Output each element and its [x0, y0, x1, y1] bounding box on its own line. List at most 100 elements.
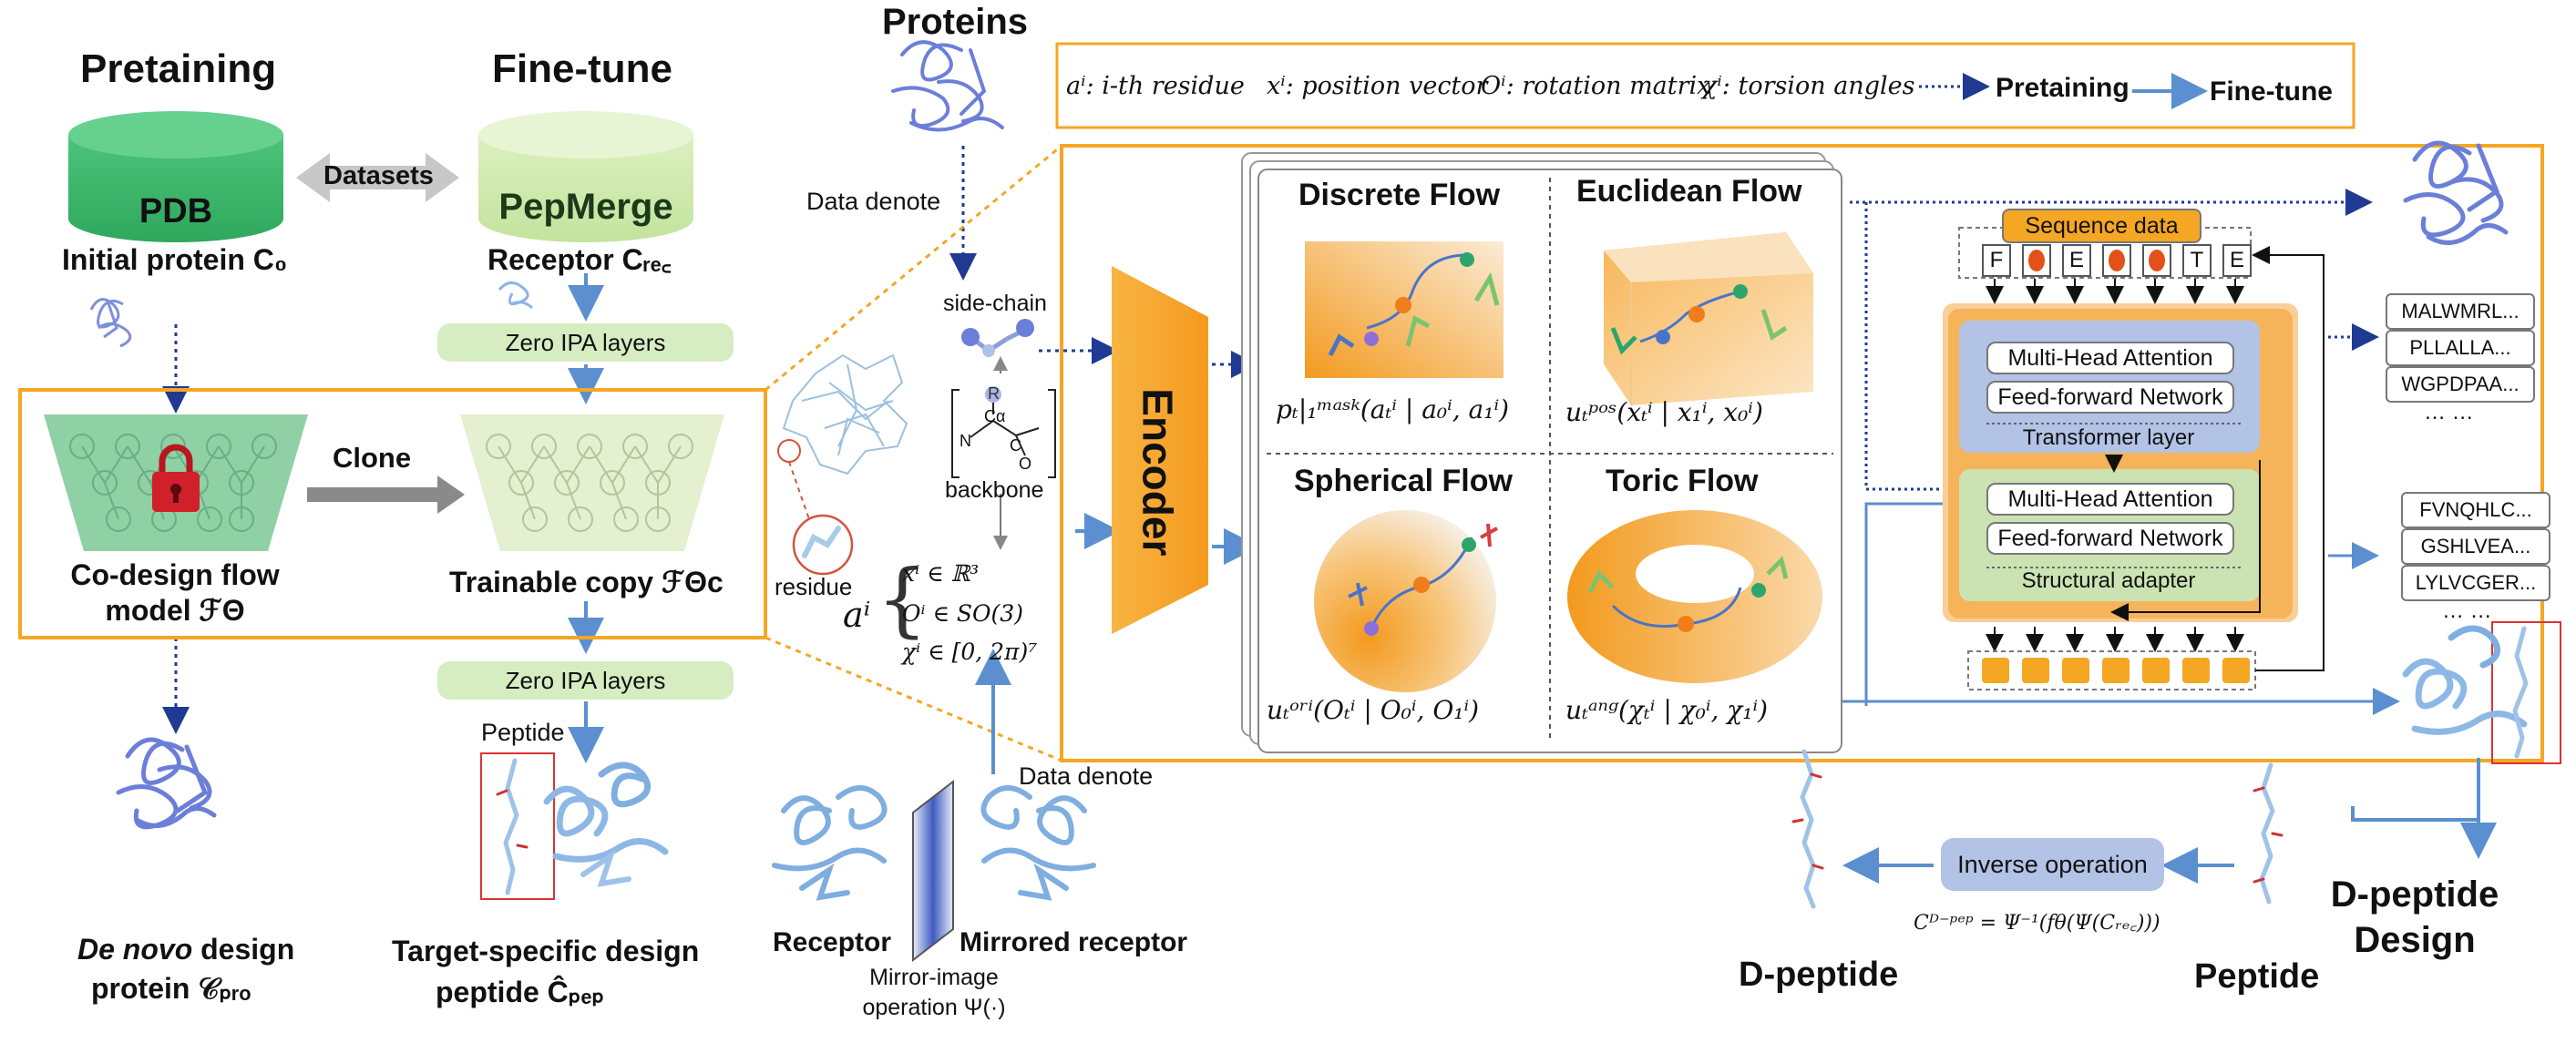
- datasets-label: Datasets: [323, 161, 434, 190]
- spherical-flow-graphic: [1314, 510, 1498, 692]
- feedback-loop-arrow: [2252, 246, 2325, 671]
- inverse-operation-box: Inverse operation: [1941, 838, 2164, 891]
- denovo-rest: design: [192, 933, 295, 966]
- skip-connection-arrow: [2110, 460, 2261, 621]
- seq-ellipsis-1: … …: [2424, 400, 2474, 424]
- proteins-title: Proteins: [882, 2, 1029, 42]
- data-denote-top-label: Data denote: [806, 188, 941, 215]
- seq-item-4: FVNQHLC...: [2401, 492, 2550, 528]
- mirror-op-line1: Mirror-image: [869, 965, 999, 990]
- encoder-label: Encoder: [1134, 388, 1182, 557]
- residue-label: residue: [775, 573, 853, 600]
- peptide-stick-structure: [2253, 762, 2284, 905]
- atom-o-label: O: [1019, 455, 1032, 473]
- euclidean-flow-title: Euclidean Flow: [1576, 174, 1802, 209]
- pretraining-title: Pretaining: [80, 46, 277, 91]
- structural-adapter-label: Structural adapter: [2021, 568, 2196, 593]
- legend-finetune: Fine-tune: [2210, 77, 2333, 107]
- target-specific-label-line2: peptide Ĉₚₑₚ: [436, 976, 605, 1008]
- receptor-structure: [772, 785, 888, 901]
- residue-callout-small: [777, 439, 801, 463]
- token-row-box: [1958, 227, 2252, 279]
- token-0: F: [1982, 244, 2011, 277]
- discrete-flow-formula: pₜ|₁ᵐᵃˢᵏ(aₜⁱ | a₀ⁱ, a₁ⁱ): [1276, 394, 1510, 424]
- peptide-caption: Peptide: [2194, 957, 2320, 996]
- token-masked-1: [2022, 244, 2051, 277]
- residue-symbol: aⁱ: [843, 595, 871, 635]
- seq-item-3: WGPDPAA...: [2386, 366, 2535, 403]
- proteins-structure: [891, 40, 1004, 132]
- legend-pretraining: Pretaining: [1996, 73, 2130, 103]
- denovo-protein-structure: [116, 737, 217, 830]
- codesign-label-line1: Co-design flow: [70, 558, 280, 591]
- trainable-copy-label: Trainable copy ℱΘc: [449, 566, 724, 598]
- protein-crystal-structure: [782, 353, 908, 475]
- initial-protein-thumbnail: [89, 298, 132, 348]
- output-complex-structure: [2402, 625, 2529, 759]
- mha-box-2: Multi-Head Attention: [1986, 483, 2234, 516]
- pepmerge-database-icon: [478, 111, 693, 242]
- formula-torsion: χⁱ ∈ [0, 2π)⁷: [902, 639, 1038, 665]
- zero-ipa-layers-bottom: Zero IPA layers: [437, 661, 734, 700]
- denovo-label-line2: protein 𝒞ₚᵣₒ: [91, 972, 251, 1005]
- codesign-label-line2: model ℱΘ: [105, 594, 245, 627]
- mask-icon: [2028, 250, 2045, 271]
- seq-item-6: LYLVCGER...: [2401, 565, 2550, 601]
- output-arrows: [1986, 627, 2244, 652]
- residue-brace: {: [877, 552, 928, 646]
- trainable-network: [460, 414, 724, 551]
- mha-box-1: Multi-Head Attention: [1986, 342, 2234, 374]
- mask-icon: [2149, 250, 2165, 271]
- mirrored-receptor-structure: [980, 785, 1096, 901]
- d-peptide-caption: D-peptide: [1739, 956, 1899, 994]
- euclidean-flow-graphic: [1604, 232, 1813, 405]
- atom-c-label: C: [1010, 436, 1021, 455]
- legend-rotation: Oⁱ: rotation matrix: [1481, 72, 1711, 100]
- encoder-shape: [1112, 266, 1208, 634]
- discrete-flow-graphic: [1305, 241, 1504, 378]
- sequence-data-header: Sequence data: [2002, 209, 2201, 243]
- legend-position: xⁱ: position vector: [1267, 72, 1488, 100]
- seq-item-1: MALWMRL...: [2386, 293, 2535, 330]
- residue-callout-circle: [792, 514, 854, 576]
- denovo-label-line1: De novo design: [77, 933, 295, 966]
- pepmerge-label: PepMerge: [498, 187, 673, 227]
- side-chain-label: side-chain: [943, 291, 1047, 316]
- token-masked-3: [2102, 244, 2131, 277]
- flows-to-adapter-arrow: [1864, 202, 1992, 503]
- initial-protein-label: Initial protein C₀: [62, 243, 288, 276]
- zoom-line-bottom: [765, 636, 1062, 762]
- pdb-label: PDB: [139, 192, 213, 230]
- pdb-database-icon: [68, 111, 283, 242]
- finetune-title: Fine-tune: [492, 46, 672, 91]
- d-peptide-stick-structure: [1791, 749, 1824, 909]
- peptide-label: Peptide: [481, 719, 565, 746]
- receptor-label: Receptor Cᵣₑ꜀: [487, 243, 672, 276]
- seq-ellipsis-2: … …: [2442, 598, 2492, 623]
- formula-position: xⁱ ∈ ℝ³: [902, 560, 980, 587]
- dpeptide-design-line2: Design: [2354, 920, 2476, 960]
- token-masked-4: [2142, 244, 2171, 277]
- spherical-flow-title: Spherical Flow: [1294, 464, 1513, 498]
- mirrored-receptor-caption: Mirrored receptor: [960, 927, 1188, 957]
- toric-flow-graphic: [1567, 510, 1822, 683]
- zoom-line-top: [765, 144, 1062, 392]
- atom-r-label: R: [988, 384, 1000, 403]
- toric-flow-title: Toric Flow: [1606, 464, 1759, 498]
- target-peptide-complex: [496, 758, 669, 895]
- clone-arrow: [307, 475, 465, 514]
- receptor-caption: Receptor: [773, 927, 892, 957]
- transformer-layer-label: Transformer layer: [2022, 425, 2195, 450]
- complex-to-dpeptide-line: [2351, 758, 2480, 822]
- legend-residue: aⁱ: i-th residue: [1066, 72, 1245, 100]
- dpeptide-design-line1: D-peptide: [2330, 874, 2499, 915]
- mirror-op-line2: operation Ψ(·): [862, 995, 1006, 1020]
- clone-label: Clone: [333, 442, 412, 474]
- model-box: [18, 388, 767, 639]
- ffn-box-1: Feed-forward Network: [1986, 381, 2234, 414]
- denovo-italic: De novo: [77, 933, 193, 966]
- data-denote-bottom-label: Data denote: [1019, 762, 1154, 790]
- legend-torsion: χⁱ: torsion angles: [1702, 72, 1915, 100]
- seq-item-2: PLLALLA...: [2386, 330, 2535, 366]
